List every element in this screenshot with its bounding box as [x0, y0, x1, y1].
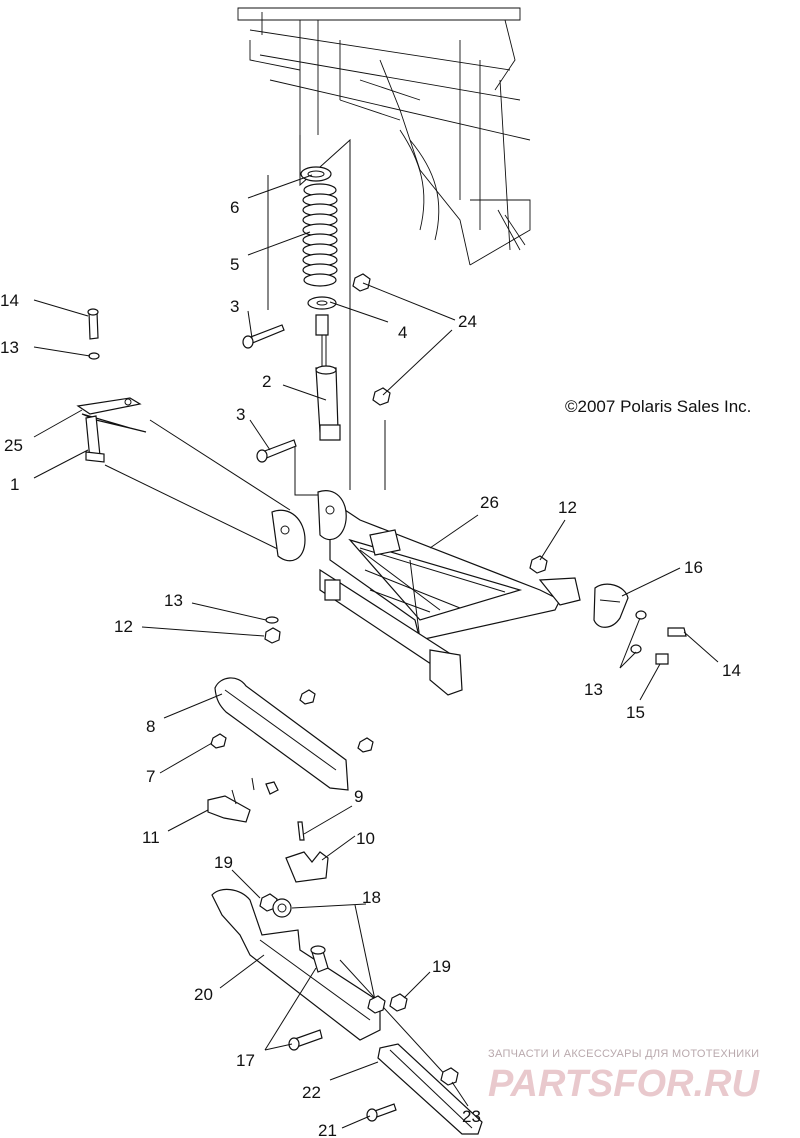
screw-7-c	[357, 737, 374, 753]
bracket-1	[76, 397, 147, 463]
chain-guard-8	[214, 677, 349, 791]
callout-numbers: 6 5 3 4 2 3 24 14 13 25 1 26 12 13 12 16…	[0, 198, 741, 1138]
callout-8: 8	[146, 717, 155, 736]
assembly-lines	[104, 135, 451, 1081]
nut-24-upper	[352, 273, 371, 292]
nut-12-right	[529, 555, 548, 574]
callout-16: 16	[684, 558, 703, 577]
watermark-tagline: ЗАПЧАСТИ И АКСЕССУАРЫ ДЛЯ МОТОТЕХНИКИ	[488, 1048, 759, 1060]
callout-14-left: 14	[0, 291, 19, 310]
callout-18: 18	[362, 888, 381, 907]
callout-7: 7	[146, 767, 155, 786]
nut-18-lower	[367, 995, 386, 1014]
watermark: ЗАПЧАСТИ И АКСЕССУАРЫ ДЛЯ МОТОТЕХНИКИ PA…	[488, 1048, 760, 1105]
swing-arm-frame	[271, 490, 581, 696]
copyright-notice: ©2007 Polaris Sales Inc.	[565, 397, 751, 416]
callout-20: 20	[194, 985, 213, 1004]
bolt-14-right	[667, 627, 687, 637]
callout-4: 4	[398, 323, 407, 342]
bolt-15-right	[655, 653, 669, 665]
callout-5: 5	[230, 255, 239, 274]
callout-12-right: 12	[558, 498, 577, 517]
callout-17: 17	[236, 1051, 255, 1070]
callout-24: 24	[458, 312, 477, 331]
nut-23	[440, 1067, 459, 1086]
callout-10: 10	[356, 829, 375, 848]
bracket-11	[207, 777, 279, 823]
callout-23: 23	[462, 1107, 481, 1126]
shock-bolt-lower	[256, 439, 297, 463]
callout-26: 26	[480, 493, 499, 512]
callout-22: 22	[302, 1083, 321, 1102]
washer-18	[272, 898, 292, 918]
bolt-17-lower	[288, 1029, 323, 1051]
nut-12-mid	[264, 627, 281, 644]
nut-19-lower	[389, 993, 408, 1012]
callout-13-right: 13	[584, 680, 603, 699]
callout-2: 2	[262, 372, 271, 391]
washer-13-mid	[265, 616, 279, 624]
washer-13-left	[88, 352, 100, 360]
callout-3-upper: 3	[230, 297, 239, 316]
washer-13-right-a	[635, 610, 647, 620]
callout-12-mid: 12	[114, 617, 133, 636]
callout-6: 6	[230, 198, 239, 217]
bracket-20	[211, 888, 381, 1041]
callout-19-upper: 19	[214, 853, 233, 872]
callout-13-left: 13	[0, 338, 19, 357]
callout-11: 11	[142, 828, 160, 847]
callout-25: 25	[4, 436, 23, 455]
screw-7-b	[299, 689, 316, 705]
callout-21: 21	[318, 1121, 337, 1138]
bracket-10	[285, 851, 329, 883]
bolt-17-upper	[310, 945, 329, 973]
pin-14-left	[87, 308, 99, 340]
callout-15: 15	[626, 703, 645, 722]
bracket-16	[593, 583, 629, 628]
watermark-brand: PARTSFOR.RU	[488, 1063, 760, 1105]
callout-14-right: 14	[722, 661, 741, 680]
callout-9: 9	[354, 787, 363, 806]
shock-bolt-upper	[242, 324, 285, 349]
rail-22	[377, 1043, 483, 1135]
screw-7-a	[210, 733, 227, 749]
callout-19-lower: 19	[432, 957, 451, 976]
shock-spring	[302, 183, 338, 287]
callout-13-mid: 13	[164, 591, 183, 610]
leader-lines	[33, 174, 719, 1129]
washer-13-right-b	[630, 644, 642, 654]
chassis-frame-ghost	[237, 7, 531, 266]
screw-9	[297, 821, 305, 841]
callout-1: 1	[10, 475, 19, 494]
shock-absorber-assembly	[300, 166, 341, 441]
callout-3-lower: 3	[236, 405, 245, 424]
bolt-21	[366, 1103, 397, 1122]
